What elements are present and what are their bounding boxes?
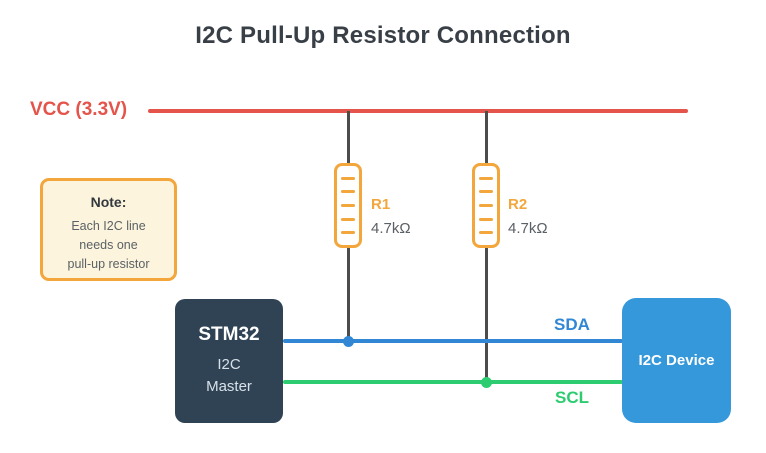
i2c-device-label: I2C Device (638, 352, 715, 369)
resistor-dash (341, 176, 355, 180)
resistor-r1-name: R1 (371, 196, 391, 213)
resistor-r2-symbol (472, 163, 500, 248)
resistor-r2-value: 4.7kΩ (508, 220, 548, 237)
resistor-dash (479, 176, 493, 180)
resistor-dash (479, 231, 493, 235)
note-line: pull-up resistor (67, 257, 150, 271)
note-heading: Note: (90, 194, 127, 210)
resistor-r1-symbol (334, 163, 362, 248)
note-line: Each I2C line (71, 219, 146, 233)
vcc-rail-line (148, 109, 688, 113)
resistor-dash (479, 217, 493, 221)
note-box: Note: Each I2C line needs one pull-up re… (40, 178, 177, 281)
resistor-r2-name: R2 (508, 196, 528, 213)
scl-bus-line (283, 380, 623, 384)
stm32-master-block: STM32 I2C Master (175, 299, 283, 423)
scl-junction-dot (481, 377, 492, 388)
scl-bus-label: SCL (555, 388, 589, 407)
resistor-dash (479, 203, 493, 207)
note-line: needs one (79, 238, 138, 252)
resistor-dash (341, 231, 355, 235)
sda-junction-dot (343, 336, 354, 347)
diagram-title: I2C Pull-Up Resistor Connection (195, 22, 571, 49)
resistor-dash (341, 190, 355, 194)
stm32-master-name: STM32 (198, 324, 260, 345)
resistor-dash (341, 203, 355, 207)
resistor-dash (479, 190, 493, 194)
sda-bus-label: SDA (554, 315, 590, 334)
stm32-master-role-line2: Master (206, 378, 252, 395)
i2c-device-block: I2C Device (622, 298, 731, 423)
sda-bus-line (283, 339, 623, 343)
resistor-r1-value: 4.7kΩ (371, 220, 411, 237)
vcc-rail-label: VCC (3.3V) (30, 99, 128, 120)
resistor-dash (341, 217, 355, 221)
stm32-master-role-line1: I2C (217, 356, 241, 373)
